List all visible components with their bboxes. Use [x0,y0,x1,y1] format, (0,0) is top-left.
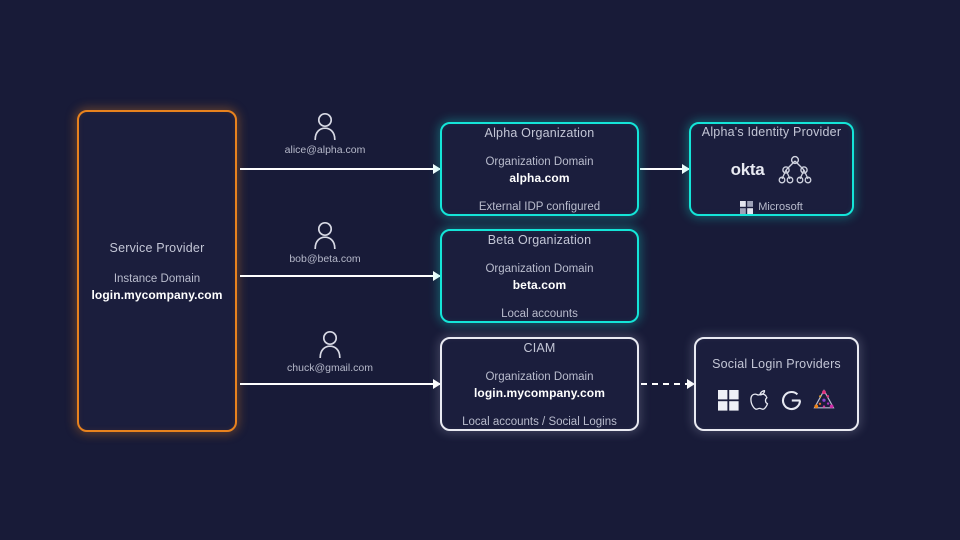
alpha-identity-provider-box[interactable]: Alpha's Identity Provider okta [689,122,854,216]
connector-service-provider-to-alpha [240,164,441,174]
alpha-org-title: Alpha Organization [484,125,595,140]
identity-provider-title: Alpha's Identity Provider [701,124,842,139]
beta-org-title: Beta Organization [487,232,592,247]
person-icon [319,330,341,358]
connector-ciam-to-social-providers [641,379,695,389]
ciam-org-footer: Local accounts / Social Logins [462,415,617,428]
beta-organization-box[interactable]: Beta Organization Organization Domain be… [440,229,639,323]
ciam-org-domain-label: Organization Domain [485,370,594,383]
ciam-org-title: CIAM [523,340,556,355]
apple-icon[interactable] [750,389,770,412]
user-bob: bob@beta.com [255,221,395,265]
ciam-organization-box[interactable]: CIAM Organization Domain login.mycompany… [440,337,639,431]
connector-service-provider-to-beta [240,271,441,281]
user-alice-email: alice@alpha.com [284,144,366,156]
service-provider-domain-value: login.mycompany.com [91,287,223,302]
service-provider-title: Service Provider [109,240,205,255]
identity-provider-logo-row: okta [731,155,813,185]
beta-org-domain-label: Organization Domain [485,262,594,275]
user-chuck: chuck@gmail.com [260,330,400,374]
microsoft-logo-row: Microsoft [740,200,803,214]
social-login-providers-box[interactable]: Social Login Providers [694,337,859,431]
microsoft-squares-icon [740,200,754,214]
alpha-org-domain-label: Organization Domain [485,155,594,168]
service-provider-box[interactable]: Service Provider Instance Domain login.m… [77,110,237,432]
auth0-colored-icon[interactable] [813,389,835,411]
alpha-org-domain-value: alpha.com [509,170,570,185]
user-alice: alice@alpha.com [255,112,395,156]
ciam-org-domain-value: login.mycompany.com [473,385,606,400]
user-chuck-email: chuck@gmail.com [287,362,373,374]
user-bob-email: bob@beta.com [289,253,361,265]
beta-org-domain-value: beta.com [512,277,567,292]
person-icon [314,112,336,140]
microsoft-squares-icon[interactable] [718,389,739,411]
social-providers-icon-row [718,389,835,412]
microsoft-label: Microsoft [758,201,803,213]
beta-org-footer: Local accounts [501,307,578,320]
connector-service-provider-to-ciam [240,379,441,389]
alpha-organization-box[interactable]: Alpha Organization Organization Domain a… [440,122,639,216]
person-icon [314,221,336,249]
ldap-tree-icon [778,155,812,183]
connector-alpha-to-identity-provider [640,164,690,174]
okta-logo: okta [730,159,765,179]
alpha-org-footer: External IDP configured [478,200,601,213]
service-provider-domain-label: Instance Domain [113,272,201,285]
social-providers-title: Social Login Providers [712,356,841,371]
google-g-icon[interactable] [781,390,802,411]
